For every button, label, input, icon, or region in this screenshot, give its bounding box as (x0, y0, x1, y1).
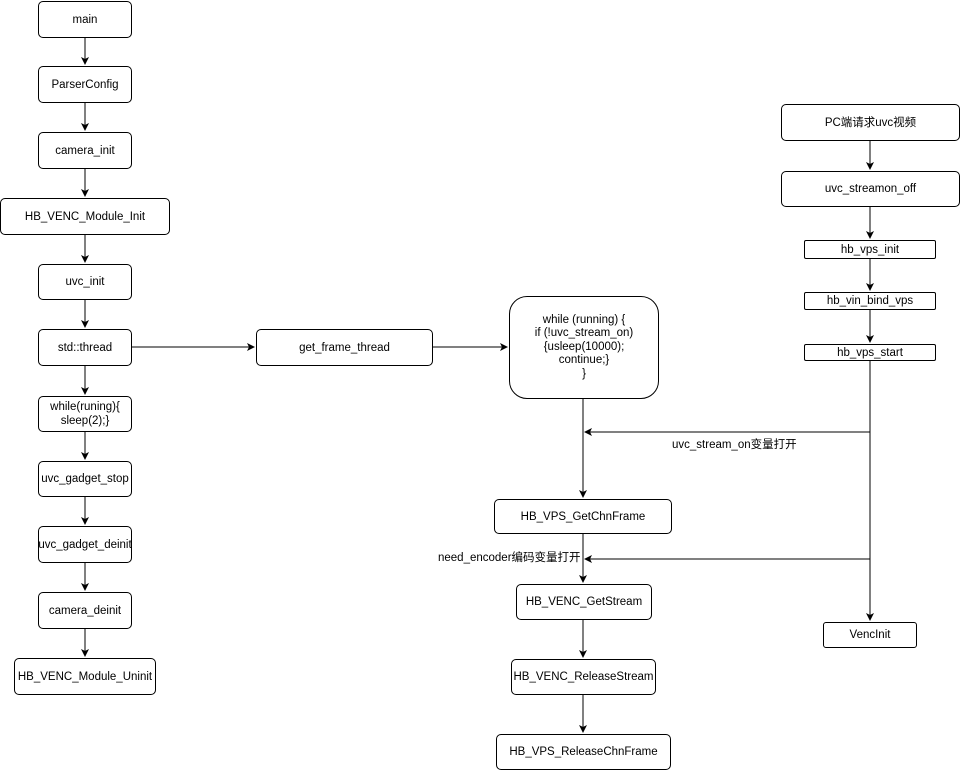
node-vps-get-chn-frame[interactable]: HB_VPS_GetChnFrame (494, 499, 672, 534)
node-venc-module-uninit[interactable]: HB_VENC_Module_Uninit (14, 658, 156, 695)
node-venc-get-stream[interactable]: HB_VENC_GetStream (516, 584, 652, 620)
node-hb-vps-start[interactable]: hb_vps_start (804, 344, 936, 361)
node-venc-module-init[interactable]: HB_VENC_Module_Init (0, 198, 170, 235)
node-get-frame-thread[interactable]: get_frame_thread (256, 329, 433, 366)
node-hb-vps-init[interactable]: hb_vps_init (804, 240, 936, 259)
node-std-thread[interactable]: std::thread (38, 329, 132, 366)
node-while-runing[interactable]: while(runing){ sleep(2);} (38, 396, 132, 432)
label-need-encoder: need_encoder编码变量打开 (438, 551, 581, 565)
node-while-running-loop[interactable]: while (running) { if (!uvc_stream_on) {u… (509, 296, 659, 399)
node-uvc-init[interactable]: uvc_init (38, 264, 132, 300)
node-uvc-gadget-stop[interactable]: uvc_gadget_stop (38, 461, 132, 497)
node-camera-deinit[interactable]: camera_deinit (38, 592, 132, 629)
node-venc-init[interactable]: VencInit (823, 622, 917, 648)
node-camera-init[interactable]: camera_init (38, 132, 132, 169)
node-parser-config[interactable]: ParserConfig (38, 66, 132, 103)
label-uvc-stream-on: uvc_stream_on变量打开 (672, 439, 797, 451)
node-uvc-gadget-deinit[interactable]: uvc_gadget_deinit (38, 526, 132, 563)
node-pc-request[interactable]: PC端请求uvc视频 (781, 104, 960, 141)
node-uvc-streamon-off[interactable]: uvc_streamon_off (781, 171, 960, 207)
node-vps-release-chn-frame[interactable]: HB_VPS_ReleaseChnFrame (496, 734, 671, 770)
node-venc-release-stream[interactable]: HB_VENC_ReleaseStream (511, 659, 656, 695)
node-hb-vin-bind-vps[interactable]: hb_vin_bind_vps (804, 292, 936, 310)
node-main[interactable]: main (38, 1, 132, 38)
